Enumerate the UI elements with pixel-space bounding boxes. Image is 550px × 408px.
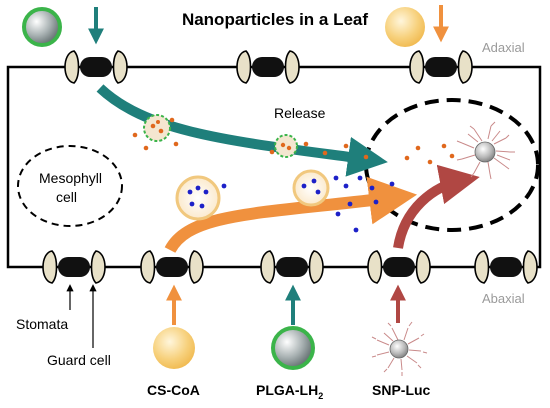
snp-luc-label: SNP-Luc xyxy=(372,382,431,398)
mesophyll-cell-right xyxy=(364,98,540,232)
cs-coa-vesicle-1 xyxy=(175,175,221,221)
mesophyll-cell-left xyxy=(17,145,123,227)
released-blue-dots xyxy=(187,175,395,233)
mesophyll-label-line2: cell xyxy=(56,189,78,205)
cs-coa-particle xyxy=(153,327,195,369)
release-label: Release xyxy=(274,105,326,121)
plga-lh2-label: PLGA-LH2 xyxy=(256,382,323,401)
cs-coa-label: CS-CoA xyxy=(147,382,200,398)
cs-coa-vesicle-2 xyxy=(292,169,330,207)
abaxial-label: Abaxial xyxy=(482,291,525,306)
mesophyll-label-line1: Mesophyll xyxy=(39,170,103,186)
adaxial-label: Adaxial xyxy=(482,40,525,55)
plga-lh2-label-main: PLGA-LH xyxy=(256,382,319,398)
cs-coa-particle-top xyxy=(385,7,425,47)
red-transport-arrow xyxy=(393,164,480,249)
plga-particle-inside-1 xyxy=(143,114,171,142)
released-orange-dots xyxy=(132,117,455,165)
diagram-title: Nanoparticles in a Leaf xyxy=(181,10,369,29)
plga-lh2-particle xyxy=(271,326,315,370)
plga-lh2-label-sub: 2 xyxy=(318,390,324,401)
stomata-label: Stomata xyxy=(16,316,69,332)
plga-particle-top xyxy=(22,7,62,47)
plga-particle-inside-2 xyxy=(274,134,298,158)
guard-cell-label: Guard cell xyxy=(47,352,111,368)
snp-luc-inside xyxy=(456,121,515,180)
snp-luc-particle xyxy=(371,321,428,376)
leaf-cross-section xyxy=(6,65,542,269)
